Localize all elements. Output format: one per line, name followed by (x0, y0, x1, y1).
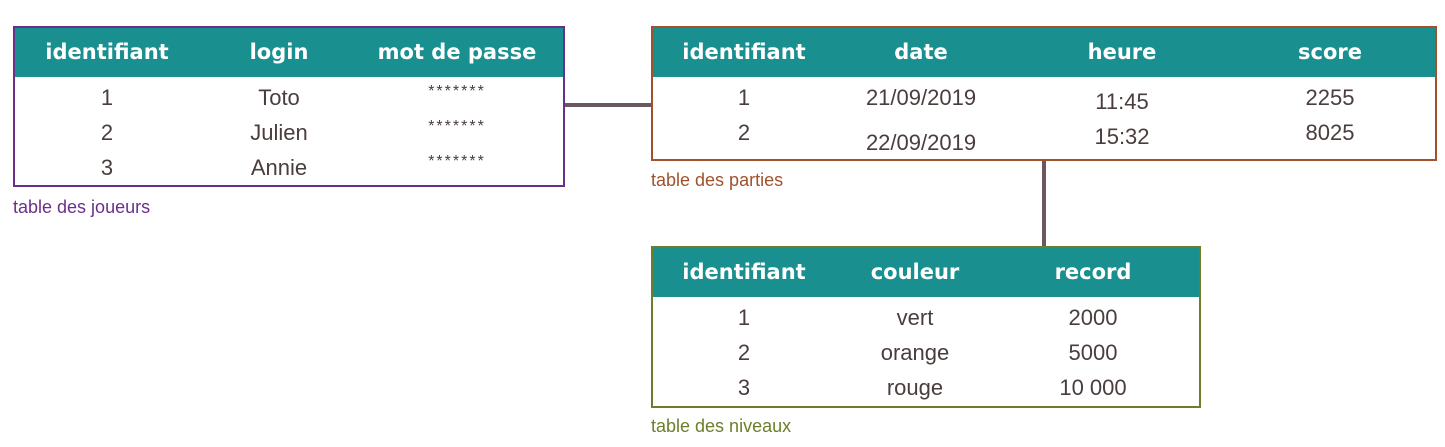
table-parties: identifiant date heure score 1 21/09/201… (651, 26, 1437, 161)
connector-parties-niveaux (1042, 160, 1046, 248)
table-cell: Toto (258, 85, 300, 110)
table-cell: 3 (737, 375, 751, 400)
table-cell: ******* (428, 118, 486, 135)
table-niveaux: identifiant couleur record 1 vert 2000 2… (651, 246, 1201, 408)
table-cell: 22/09/2019 (865, 130, 977, 155)
table-cell: orange (880, 340, 950, 365)
table-cell: 21/09/2019 (865, 85, 977, 110)
header-record: record (1054, 260, 1132, 284)
table-cell: vert (896, 305, 934, 330)
table-cell: 11:45 (1095, 89, 1149, 114)
table-cell: 1 (737, 305, 751, 330)
header-couleur: couleur (870, 260, 960, 284)
table-cell: Annie (250, 155, 308, 180)
table-niveaux-header: identifiant couleur record (653, 248, 1199, 297)
caption-joueurs: table des joueurs (13, 197, 151, 217)
table-cell: ******* (428, 153, 486, 170)
header-identifiant: identifiant (682, 40, 806, 64)
table-joueurs: identifiant login mot de passe 1 Toto **… (13, 26, 565, 187)
table-cell: 15:32 (1094, 124, 1150, 149)
table-cell: Julien (250, 120, 308, 145)
table-cell: ******* (428, 83, 486, 100)
header-mot-de-passe: mot de passe (377, 40, 537, 64)
header-date: date (894, 40, 948, 64)
header-login: login (249, 40, 309, 64)
table-cell: 2 (737, 340, 751, 365)
table-cell: 10 000 (1059, 375, 1127, 400)
caption-niveaux: table des niveaux (651, 416, 792, 436)
table-cell: 2 (100, 120, 114, 145)
table-cell: 1 (100, 85, 114, 110)
table-cell: 8025 (1305, 120, 1355, 145)
connector-joueurs-parties (565, 103, 651, 107)
table-cell: 2 (737, 120, 751, 145)
header-identifiant: identifiant (682, 260, 806, 284)
header-heure: heure (1087, 40, 1157, 64)
table-cell: 3 (100, 155, 114, 180)
table-cell: 2000 (1068, 305, 1118, 330)
header-score: score (1298, 40, 1362, 64)
table-parties-header: identifiant date heure score (653, 28, 1435, 77)
table-cell: rouge (886, 375, 944, 400)
table-joueurs-header: identifiant login mot de passe (15, 28, 563, 77)
table-cell: 2255 (1305, 85, 1355, 110)
table-cell: 5000 (1068, 340, 1118, 365)
caption-parties: table des parties (651, 170, 784, 190)
table-cell: 1 (737, 85, 751, 110)
header-identifiant: identifiant (45, 40, 169, 64)
